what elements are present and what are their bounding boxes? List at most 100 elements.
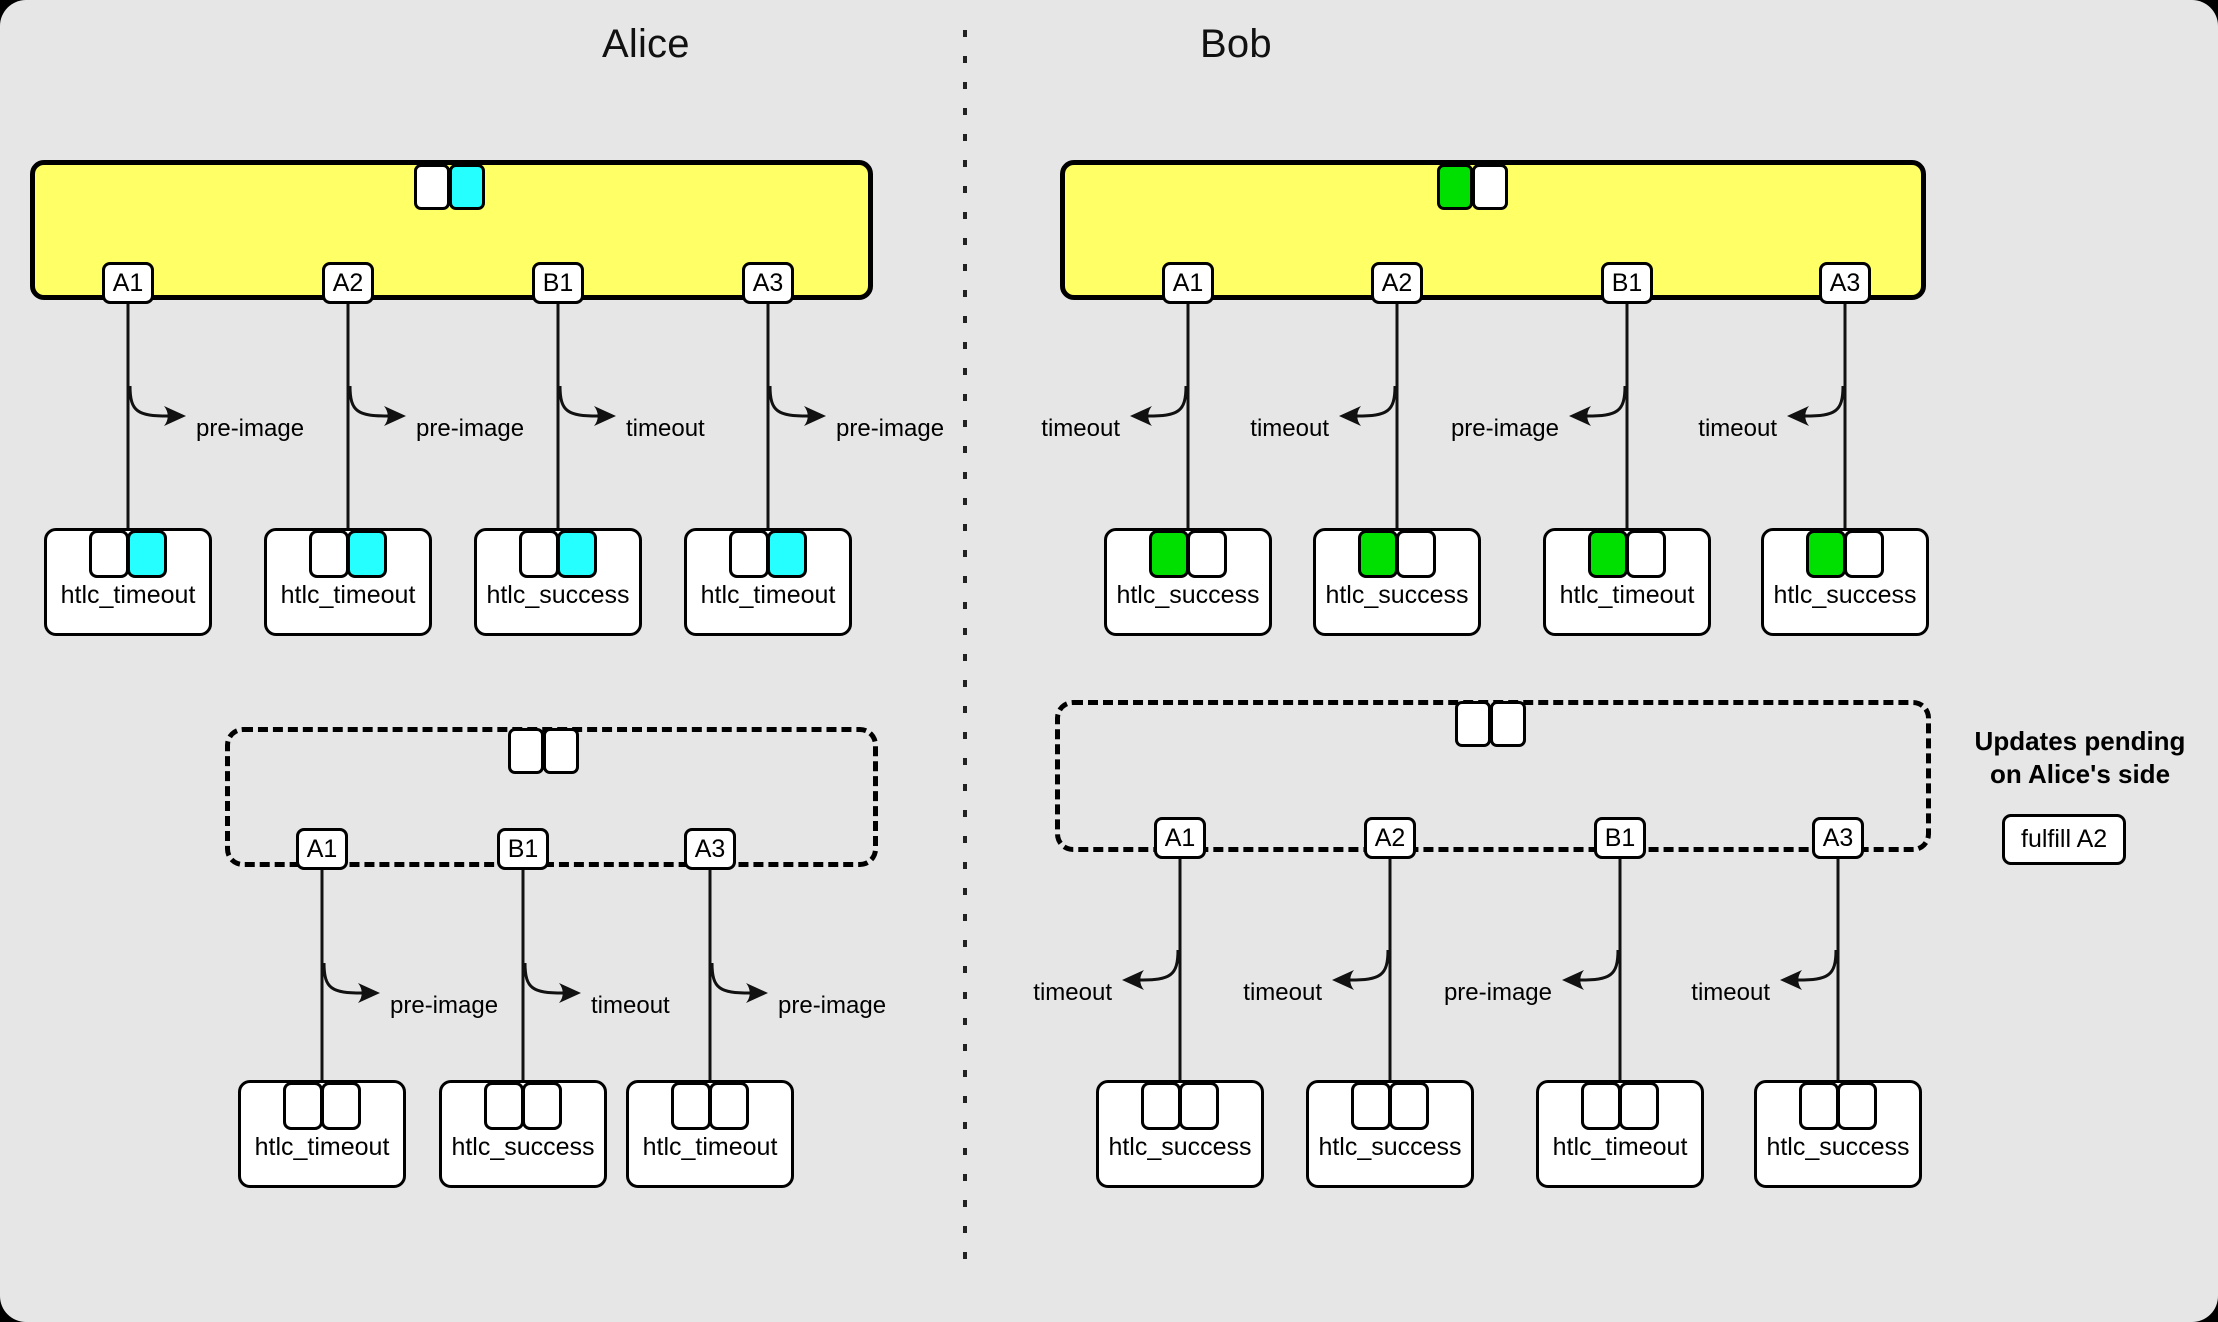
- hook-arrow-icon: [1562, 949, 1620, 990]
- htlc-tile-right: [1844, 530, 1884, 578]
- htlc-tile-pair: [1799, 1082, 1877, 1130]
- htlc-tile-right: [522, 1082, 562, 1130]
- condition-label-bob-pending-A1: timeout: [1033, 979, 1112, 1006]
- output-tab-bob-pending-A2[interactable]: A2: [1364, 817, 1416, 859]
- htlc-box-bob-current-A2[interactable]: htlc_success: [1313, 528, 1481, 636]
- htlc-box-bob-current-A3[interactable]: htlc_success: [1761, 528, 1929, 636]
- htlc-box-alice-pending-A1[interactable]: htlc_timeout: [238, 1080, 406, 1188]
- htlc-tile-left: [1351, 1082, 1391, 1130]
- htlc-box-bob-pending-A2[interactable]: htlc_success: [1306, 1080, 1474, 1188]
- output-tab-alice-current-A2[interactable]: A2: [322, 262, 374, 304]
- htlc-tile-pair: [519, 530, 597, 578]
- htlc-label: htlc_success: [1108, 1133, 1252, 1161]
- htlc-box-bob-pending-B1[interactable]: htlc_timeout: [1536, 1080, 1704, 1188]
- commitment-tx-bob-current[interactable]: [1060, 160, 1926, 300]
- output-tab-alice-pending-A3[interactable]: A3: [684, 828, 736, 870]
- output-tab-alice-pending-B1[interactable]: B1: [497, 828, 549, 870]
- balance-tile-pair-alice-pending: [508, 728, 579, 774]
- htlc-tile-right: [557, 530, 597, 578]
- htlc-box-bob-pending-A1[interactable]: htlc_success: [1096, 1080, 1264, 1188]
- pending-note-title: Updates pending on Alice's side: [1960, 725, 2200, 792]
- htlc-tile-right: [1179, 1082, 1219, 1130]
- hook-arrow-icon: [1787, 385, 1845, 426]
- hook-arrow-icon: [128, 385, 186, 426]
- htlc-box-alice-current-A3[interactable]: htlc_timeout: [684, 528, 852, 636]
- htlc-tile-left: [309, 530, 349, 578]
- output-tab-label: A1: [112, 268, 144, 297]
- htlc-label: htlc_timeout: [254, 1133, 390, 1161]
- htlc-label: htlc_timeout: [1559, 581, 1695, 609]
- hook-arrow-icon: [1122, 949, 1180, 990]
- pending-update-chip[interactable]: fulfill A2: [2002, 814, 2127, 865]
- condition-label-bob-current-A2: timeout: [1250, 415, 1329, 442]
- condition-label-bob-current-A1: timeout: [1041, 415, 1120, 442]
- htlc-tile-right: [1619, 1082, 1659, 1130]
- pending-note-line2: on Alice's side: [1989, 759, 2171, 790]
- htlc-tile-pair: [309, 530, 387, 578]
- balance-tile-right: [1472, 164, 1508, 210]
- party-title-bob: Bob: [1200, 22, 1272, 66]
- htlc-tile-left: [1799, 1082, 1839, 1130]
- output-tab-label: A3: [1829, 268, 1861, 297]
- condition-label-bob-pending-A2: timeout: [1243, 979, 1322, 1006]
- htlc-box-alice-current-A1[interactable]: htlc_timeout: [44, 528, 212, 636]
- htlc-label: htlc_success: [1325, 581, 1469, 609]
- output-tab-bob-pending-B1[interactable]: B1: [1594, 817, 1646, 859]
- htlc-box-alice-current-A2[interactable]: htlc_timeout: [264, 528, 432, 636]
- output-tab-bob-current-A1[interactable]: A1: [1162, 262, 1214, 304]
- htlc-box-alice-pending-B1[interactable]: htlc_success: [439, 1080, 607, 1188]
- condition-label-alice-pending-A3: pre-image: [778, 992, 887, 1019]
- output-tab-bob-current-A2[interactable]: A2: [1371, 262, 1423, 304]
- condition-label-alice-current-A3: pre-image: [836, 415, 945, 442]
- htlc-box-alice-current-B1[interactable]: htlc_success: [474, 528, 642, 636]
- output-tab-bob-current-B1[interactable]: B1: [1601, 262, 1653, 304]
- balance-tile-right: [449, 164, 485, 210]
- balance-tile-pair-bob-pending: [1455, 701, 1526, 747]
- htlc-label: htlc_timeout: [1552, 1133, 1688, 1161]
- htlc-tile-left: [519, 530, 559, 578]
- condition-label-alice-current-A1: pre-image: [196, 415, 305, 442]
- condition-label-alice-current-B1: timeout: [626, 415, 705, 442]
- hook-arrow-icon: [710, 962, 768, 1003]
- htlc-label: htlc_success: [451, 1133, 595, 1161]
- hook-arrow-icon: [1569, 385, 1627, 426]
- output-tab-bob-pending-A1[interactable]: A1: [1154, 817, 1206, 859]
- output-tab-label: B1: [1611, 268, 1643, 297]
- htlc-box-bob-pending-A3[interactable]: htlc_success: [1754, 1080, 1922, 1188]
- htlc-tile-right: [1396, 530, 1436, 578]
- condition-label-bob-pending-B1: pre-image: [1443, 979, 1552, 1006]
- htlc-tile-pair: [484, 1082, 562, 1130]
- balance-tile-left: [1437, 164, 1473, 210]
- htlc-box-bob-current-A1[interactable]: htlc_success: [1104, 528, 1272, 636]
- htlc-tile-pair: [1358, 530, 1436, 578]
- htlc-tile-left: [283, 1082, 323, 1130]
- htlc-label: htlc_timeout: [280, 581, 416, 609]
- htlc-tile-right: [347, 530, 387, 578]
- output-tab-label: A2: [1374, 823, 1406, 852]
- output-tab-alice-current-A1[interactable]: A1: [102, 262, 154, 304]
- htlc-box-bob-current-B1[interactable]: htlc_timeout: [1543, 528, 1711, 636]
- condition-label-bob-current-B1: pre-image: [1450, 415, 1559, 442]
- htlc-tile-right: [1626, 530, 1666, 578]
- condition-label-alice-pending-B1: timeout: [591, 992, 670, 1019]
- output-tab-alice-pending-A1[interactable]: A1: [296, 828, 348, 870]
- htlc-box-alice-pending-A3[interactable]: htlc_timeout: [626, 1080, 794, 1188]
- output-tab-label: A1: [1172, 268, 1204, 297]
- htlc-tile-right: [709, 1082, 749, 1130]
- output-tab-bob-current-A3[interactable]: A3: [1819, 262, 1871, 304]
- output-tab-alice-current-B1[interactable]: B1: [532, 262, 584, 304]
- condition-label-bob-pending-A3: timeout: [1691, 979, 1770, 1006]
- balance-tile-left: [414, 164, 450, 210]
- htlc-tile-left: [1806, 530, 1846, 578]
- htlc-tile-left: [1588, 530, 1628, 578]
- output-tab-label: A2: [1381, 268, 1413, 297]
- htlc-tile-left: [1141, 1082, 1181, 1130]
- hook-arrow-icon: [1780, 949, 1838, 990]
- htlc-label: htlc_success: [1773, 581, 1917, 609]
- output-tab-bob-pending-A3[interactable]: A3: [1812, 817, 1864, 859]
- output-tab-alice-current-A3[interactable]: A3: [742, 262, 794, 304]
- htlc-tile-right: [321, 1082, 361, 1130]
- hook-arrow-icon: [523, 962, 581, 1003]
- condition-label-alice-current-A2: pre-image: [416, 415, 525, 442]
